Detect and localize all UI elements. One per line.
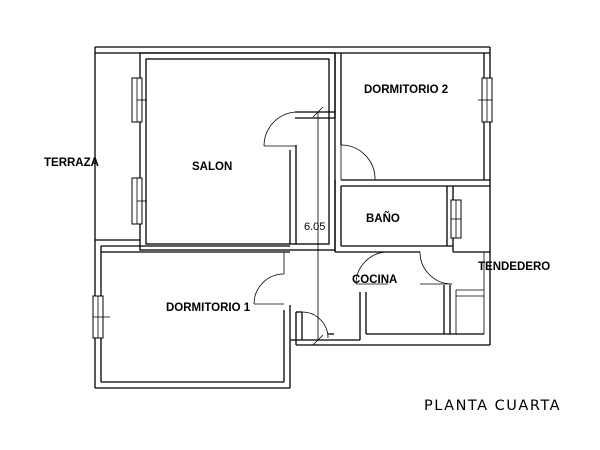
dormitorio-2-window xyxy=(478,77,493,123)
dimension-value: 6.05 xyxy=(304,221,325,233)
cocina-door xyxy=(355,251,389,285)
salon-door xyxy=(263,111,335,244)
salon-window-lower xyxy=(131,177,147,225)
dormitorio-1-window xyxy=(92,295,110,339)
dormitorio-1-walls xyxy=(94,239,291,389)
tendedero-railing xyxy=(455,252,485,334)
dormitorio-2-walls xyxy=(341,179,490,187)
dormitorio-2-door xyxy=(340,144,376,181)
dormitorio-1-door xyxy=(253,252,285,305)
dimension-line xyxy=(312,106,324,346)
plan-title: PLANTA CUARTA xyxy=(424,398,561,414)
entry-walls xyxy=(290,311,490,346)
bano-window xyxy=(450,199,462,239)
room-label-terraza: TERRAZA xyxy=(44,157,99,169)
tendedero-door xyxy=(419,251,453,285)
room-label-tendedero: TENDEDERO xyxy=(478,261,550,273)
room-label-salon: SALON xyxy=(192,161,232,173)
room-label-bano: BAÑO xyxy=(366,212,400,225)
room-label-dormitorio-2: DORMITORIO 2 xyxy=(364,84,448,96)
salon-window-upper xyxy=(131,77,147,123)
cocina-walls xyxy=(359,251,490,340)
salon-walls xyxy=(139,52,342,251)
room-label-dormitorio-1: DORMITORIO 1 xyxy=(166,302,251,314)
room-label-cocina: COCINA xyxy=(352,274,397,286)
